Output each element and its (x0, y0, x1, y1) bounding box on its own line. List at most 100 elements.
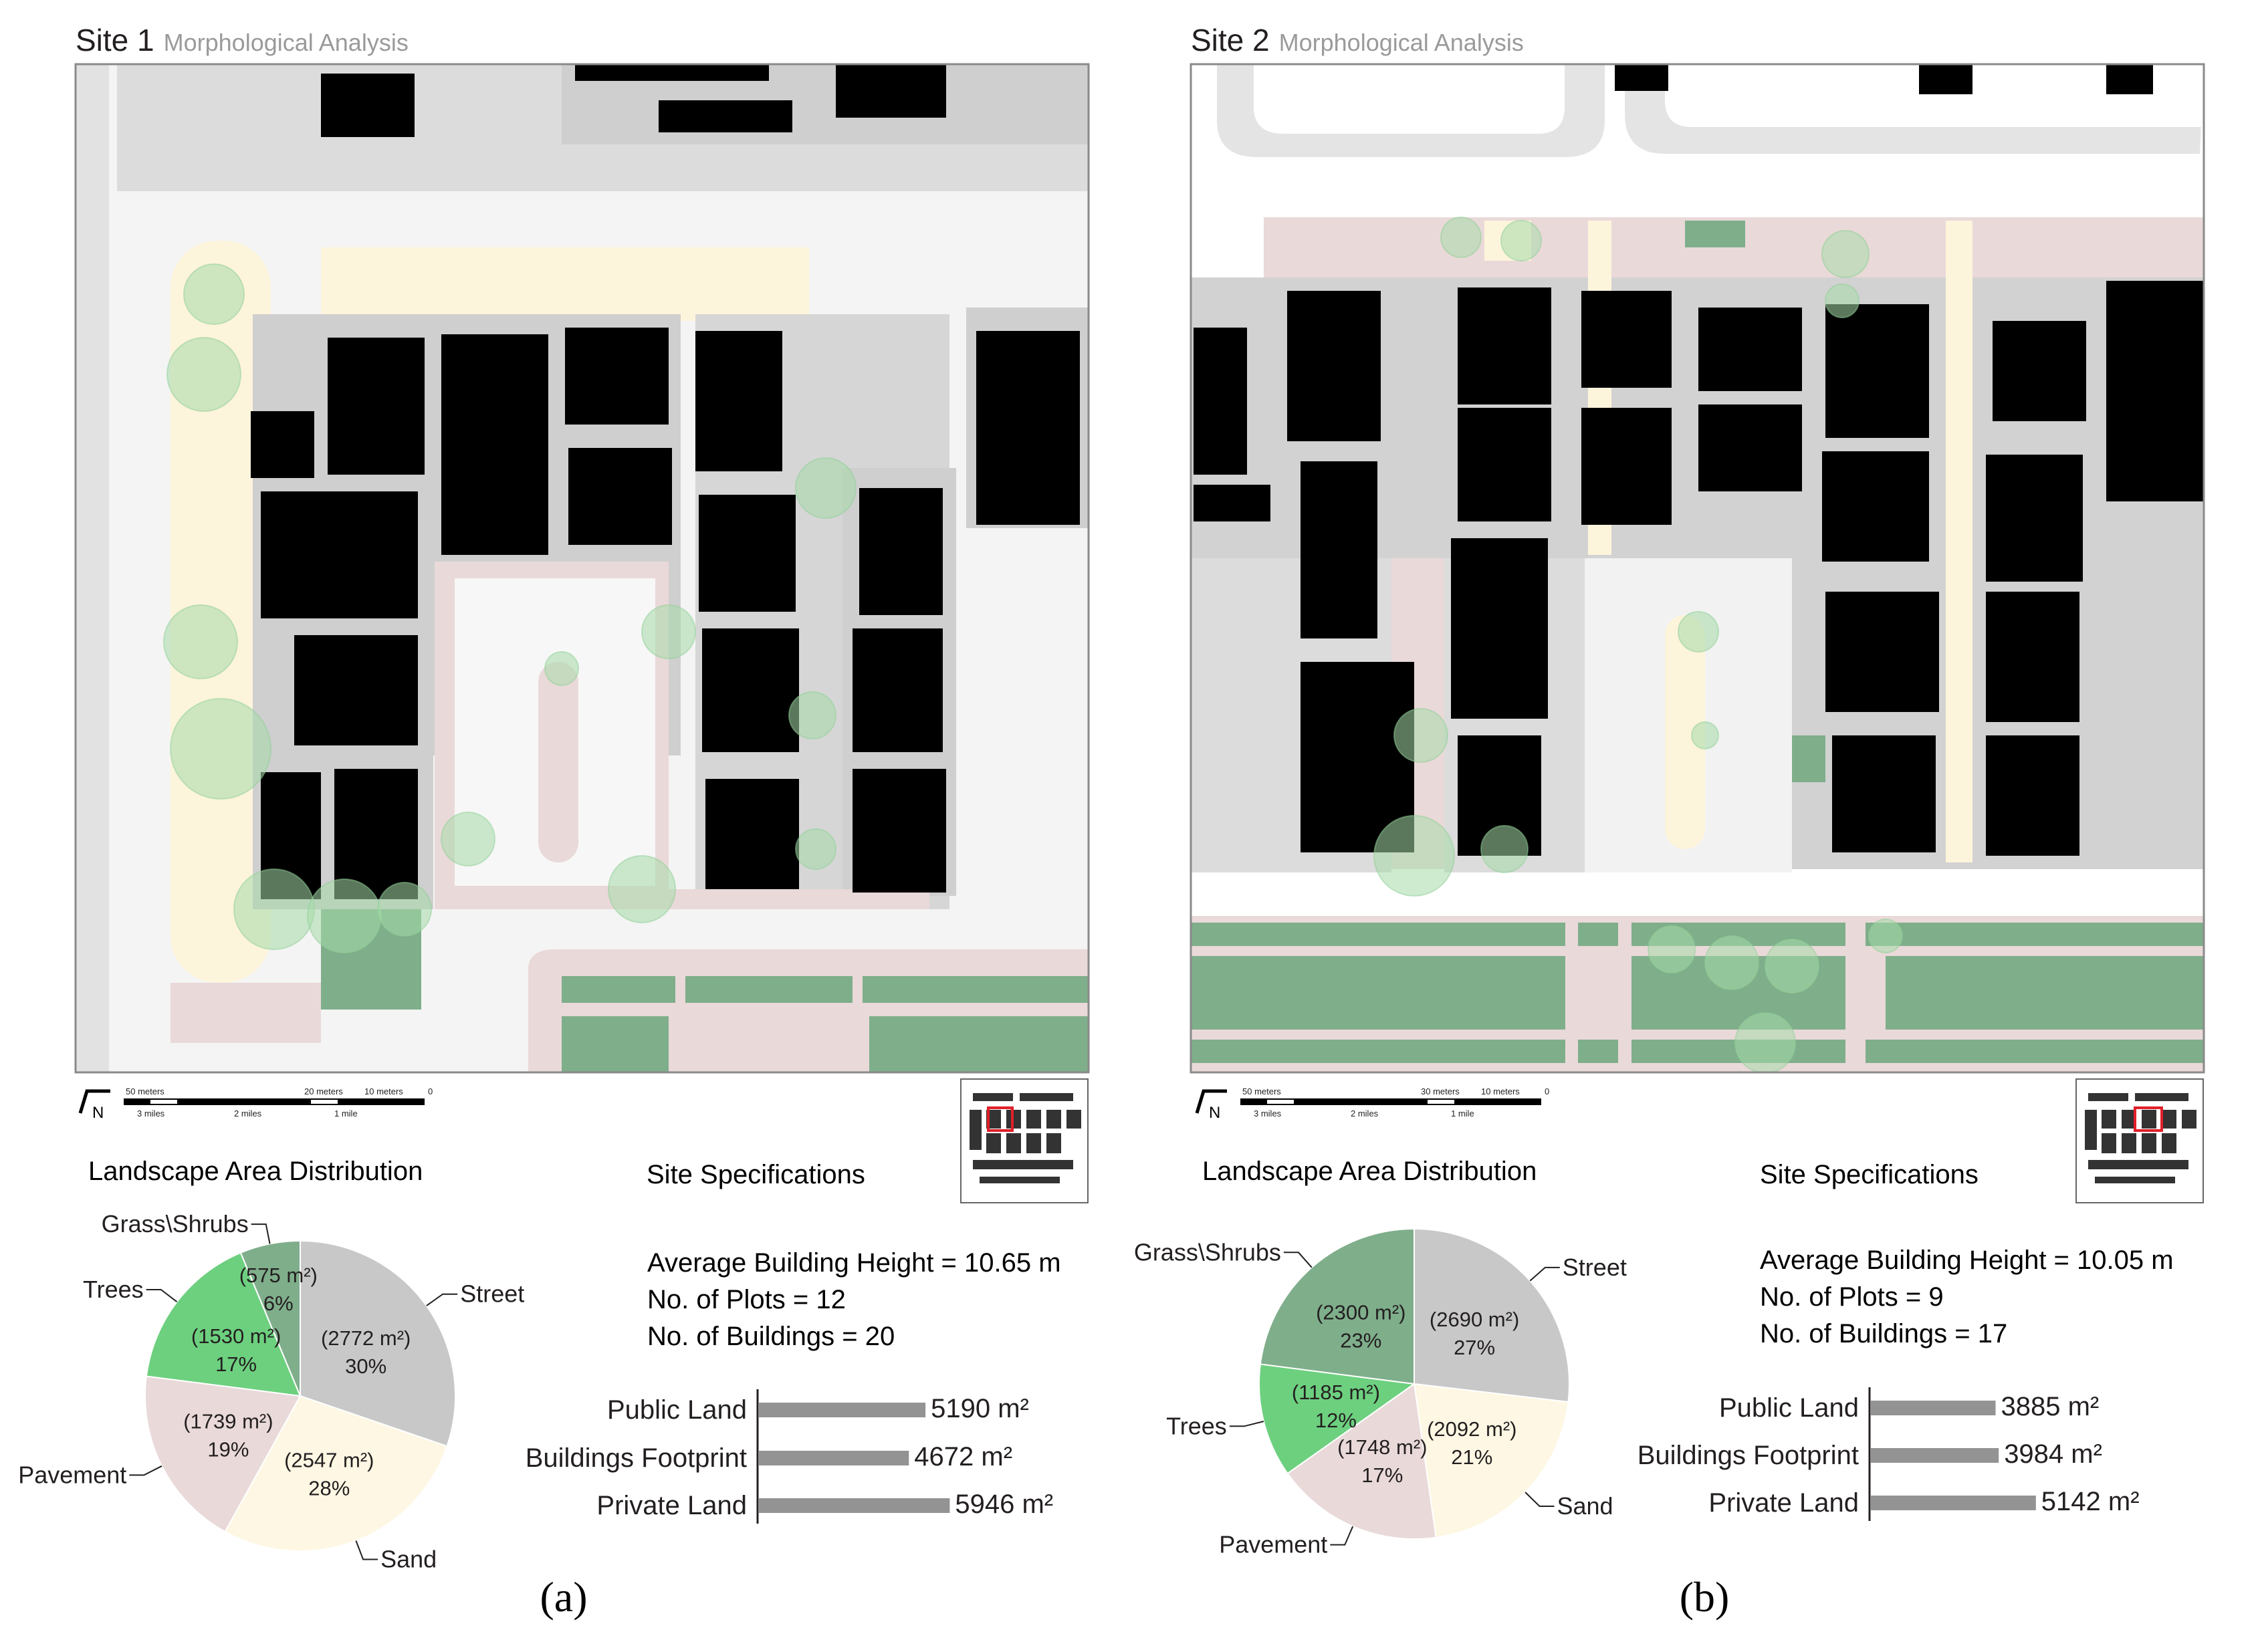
pie-percent-label: 17% (215, 1352, 257, 1376)
pie-category-label: Trees (83, 1276, 144, 1303)
spec-plot-count: No. of Plots = 12 (647, 1285, 846, 1314)
pie-slice-grass-shrubs (1259, 1227, 1415, 1385)
site-subtitle: Morphological Analysis (164, 29, 409, 56)
pie-percent-label: 21% (1451, 1445, 1492, 1469)
spec-heading: Site Specifications (1760, 1160, 1979, 1189)
location-inset-map (960, 1078, 1089, 1203)
pie-category-label: Grass\Shrubs (102, 1210, 249, 1237)
leader-line (1529, 1266, 1560, 1282)
bar (1871, 1496, 2036, 1510)
bar (1871, 1401, 1996, 1415)
pie-heading: Landscape Area Distribution (88, 1157, 423, 1186)
leader-line (355, 1540, 378, 1560)
scale-text: 3 miles (137, 1108, 165, 1118)
pie-percent-label: 6% (263, 1292, 294, 1315)
pie-category-label: Street (1563, 1254, 1627, 1281)
leader-line (1229, 1421, 1264, 1427)
site-map (1191, 64, 2204, 1072)
pie-area-label: (1185 m²) (1292, 1381, 1380, 1404)
bar-category-label: Private Land (596, 1491, 747, 1520)
scale-text: 50 meters (126, 1086, 164, 1096)
pie-area-label: (575 m²) (239, 1264, 318, 1287)
site-subtitle: Morphological Analysis (1279, 29, 1524, 56)
scale-text: 0 (428, 1086, 433, 1096)
spec-average-height: Average Building Height = 10.65 m (647, 1248, 1061, 1278)
pie-heading: Landscape Area Distribution (1202, 1157, 1537, 1186)
spec-building-count: No. of Buildings = 17 (1760, 1319, 2007, 1348)
pie-area-label: (1748 m²) (1337, 1435, 1427, 1459)
site-specifications: Average Building Height = 10.65 m No. of… (647, 1248, 1061, 1351)
spec-plot-count: No. of Plots = 9 (1760, 1282, 1944, 1312)
pie-category-label: Sand (380, 1546, 437, 1573)
pie-slice-street (300, 1240, 457, 1447)
bar (1871, 1448, 1999, 1463)
bar-value-label: 3885 m² (2001, 1392, 2100, 1421)
pie-slice-pavement (1286, 1383, 1437, 1540)
leader-line (1330, 1526, 1354, 1546)
site-specifications: Average Building Height = 10.05 m No. of… (1760, 1246, 2174, 1348)
pie-percent-label: 30% (345, 1354, 386, 1378)
north-arrow: N (1195, 1089, 1227, 1122)
pie-percent-label: 17% (1361, 1463, 1403, 1487)
bar (759, 1498, 950, 1513)
pie-category-label: Pavement (1219, 1531, 1327, 1558)
scale-text: 0 (1545, 1086, 1549, 1096)
bar (759, 1403, 926, 1417)
scale-bar: 50 meters 20 meters 10 meters 0 3 miles … (124, 1086, 433, 1118)
north-label: N (92, 1104, 104, 1122)
scale-text: 2 miles (1351, 1108, 1379, 1118)
spec-heading: Site Specifications (647, 1160, 865, 1189)
landscape-pie-chart: (2690 m²)27%(2092 m²)21%(1748 m²)17%(118… (1134, 1227, 1627, 1558)
landscape-pie-chart: (2772 m²)30%(2547 m²)28%(1739 m²)19%(153… (18, 1210, 524, 1572)
pie-percent-label: 28% (308, 1477, 350, 1500)
leader-line (129, 1465, 162, 1476)
tree-canopies (1373, 217, 1903, 1072)
tree-canopies (163, 263, 857, 953)
scale-text: 1 mile (1451, 1108, 1474, 1118)
scale-bar: 50 meters 30 meters 10 meters 0 3 miles … (1240, 1086, 1549, 1118)
pie-area-label: (2772 m²) (321, 1326, 411, 1350)
leader-line (426, 1293, 458, 1306)
scale-text: 3 miles (1254, 1108, 1282, 1118)
scale-text: 50 meters (1242, 1086, 1281, 1096)
scale-text: 1 mile (334, 1108, 358, 1118)
bar-category-label: Public Land (1719, 1393, 1859, 1423)
pie-area-label: (1530 m²) (191, 1324, 281, 1348)
bar-category-label: Private Land (1708, 1488, 1859, 1518)
pie-percent-label: 12% (1315, 1409, 1357, 1432)
pie-percent-label: 27% (1454, 1336, 1495, 1359)
bar-category-label: Buildings Footprint (1638, 1441, 1859, 1470)
pie-percent-label: 19% (207, 1438, 249, 1461)
bar-value-label: 5142 m² (2041, 1487, 2140, 1516)
bar-value-label: 5190 m² (931, 1394, 1029, 1423)
leader-line (1525, 1492, 1555, 1507)
pie-slice-trees (145, 1252, 302, 1397)
pie-slice-street (1414, 1227, 1570, 1403)
pie-slice-sand (1413, 1383, 1569, 1538)
bar-category-label: Public Land (607, 1395, 747, 1425)
pie-category-label: Street (460, 1280, 524, 1308)
pie-category-label: Pavement (18, 1461, 126, 1488)
site-map (76, 64, 1089, 1072)
panel-label: (b) (1680, 1573, 1730, 1621)
pie-category-label: Sand (1557, 1492, 1613, 1520)
building-footprints (1194, 64, 2204, 856)
scale-text: 10 meters (1481, 1086, 1520, 1096)
pie-category-label: Grass\Shrubs (1134, 1238, 1281, 1266)
scale-text: 2 miles (234, 1108, 262, 1118)
pie-percent-label: 23% (1340, 1328, 1381, 1352)
location-inset-map (2075, 1078, 2204, 1203)
scale-text: 10 meters (364, 1086, 403, 1096)
spec-building-count: No. of Buildings = 20 (647, 1322, 895, 1351)
pie-slice-pavement (144, 1375, 302, 1533)
pie-area-label: (2690 m²) (1430, 1308, 1519, 1331)
leader-line (1283, 1252, 1313, 1268)
panel-label: (a) (540, 1573, 587, 1621)
